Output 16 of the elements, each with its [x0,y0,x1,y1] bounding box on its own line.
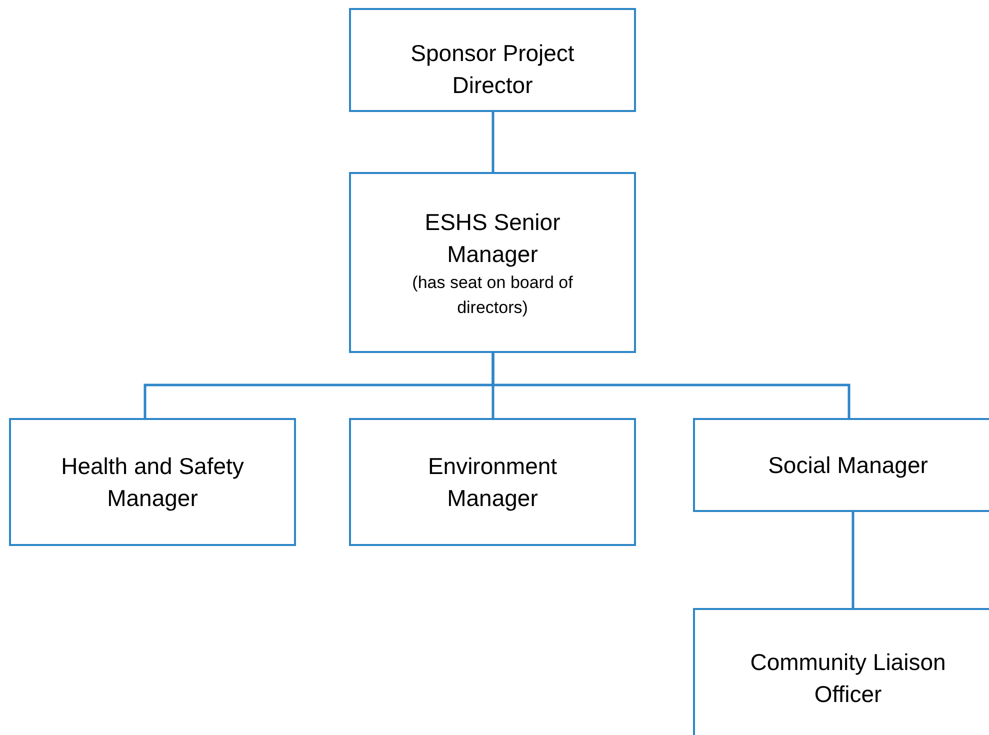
connector-line [492,353,850,418]
role-box [349,418,636,546]
role-title: Social Manager [768,451,928,480]
role-box [349,8,636,112]
role-title: Community Liaison Officer [749,648,947,709]
role-title: Environment Manager [426,452,558,513]
role-box [9,418,296,546]
role-box [349,172,636,353]
role-box [693,418,989,512]
role-box [693,608,989,735]
role-title: Sponsor Project Director [410,39,576,100]
connector-line [492,112,494,172]
role-title: Health and Safety Manager [60,452,245,513]
role-title: ESHS Senior Manager [424,208,562,269]
connector-line [852,512,854,608]
role-note: (has seat on board of directors) [411,272,574,318]
